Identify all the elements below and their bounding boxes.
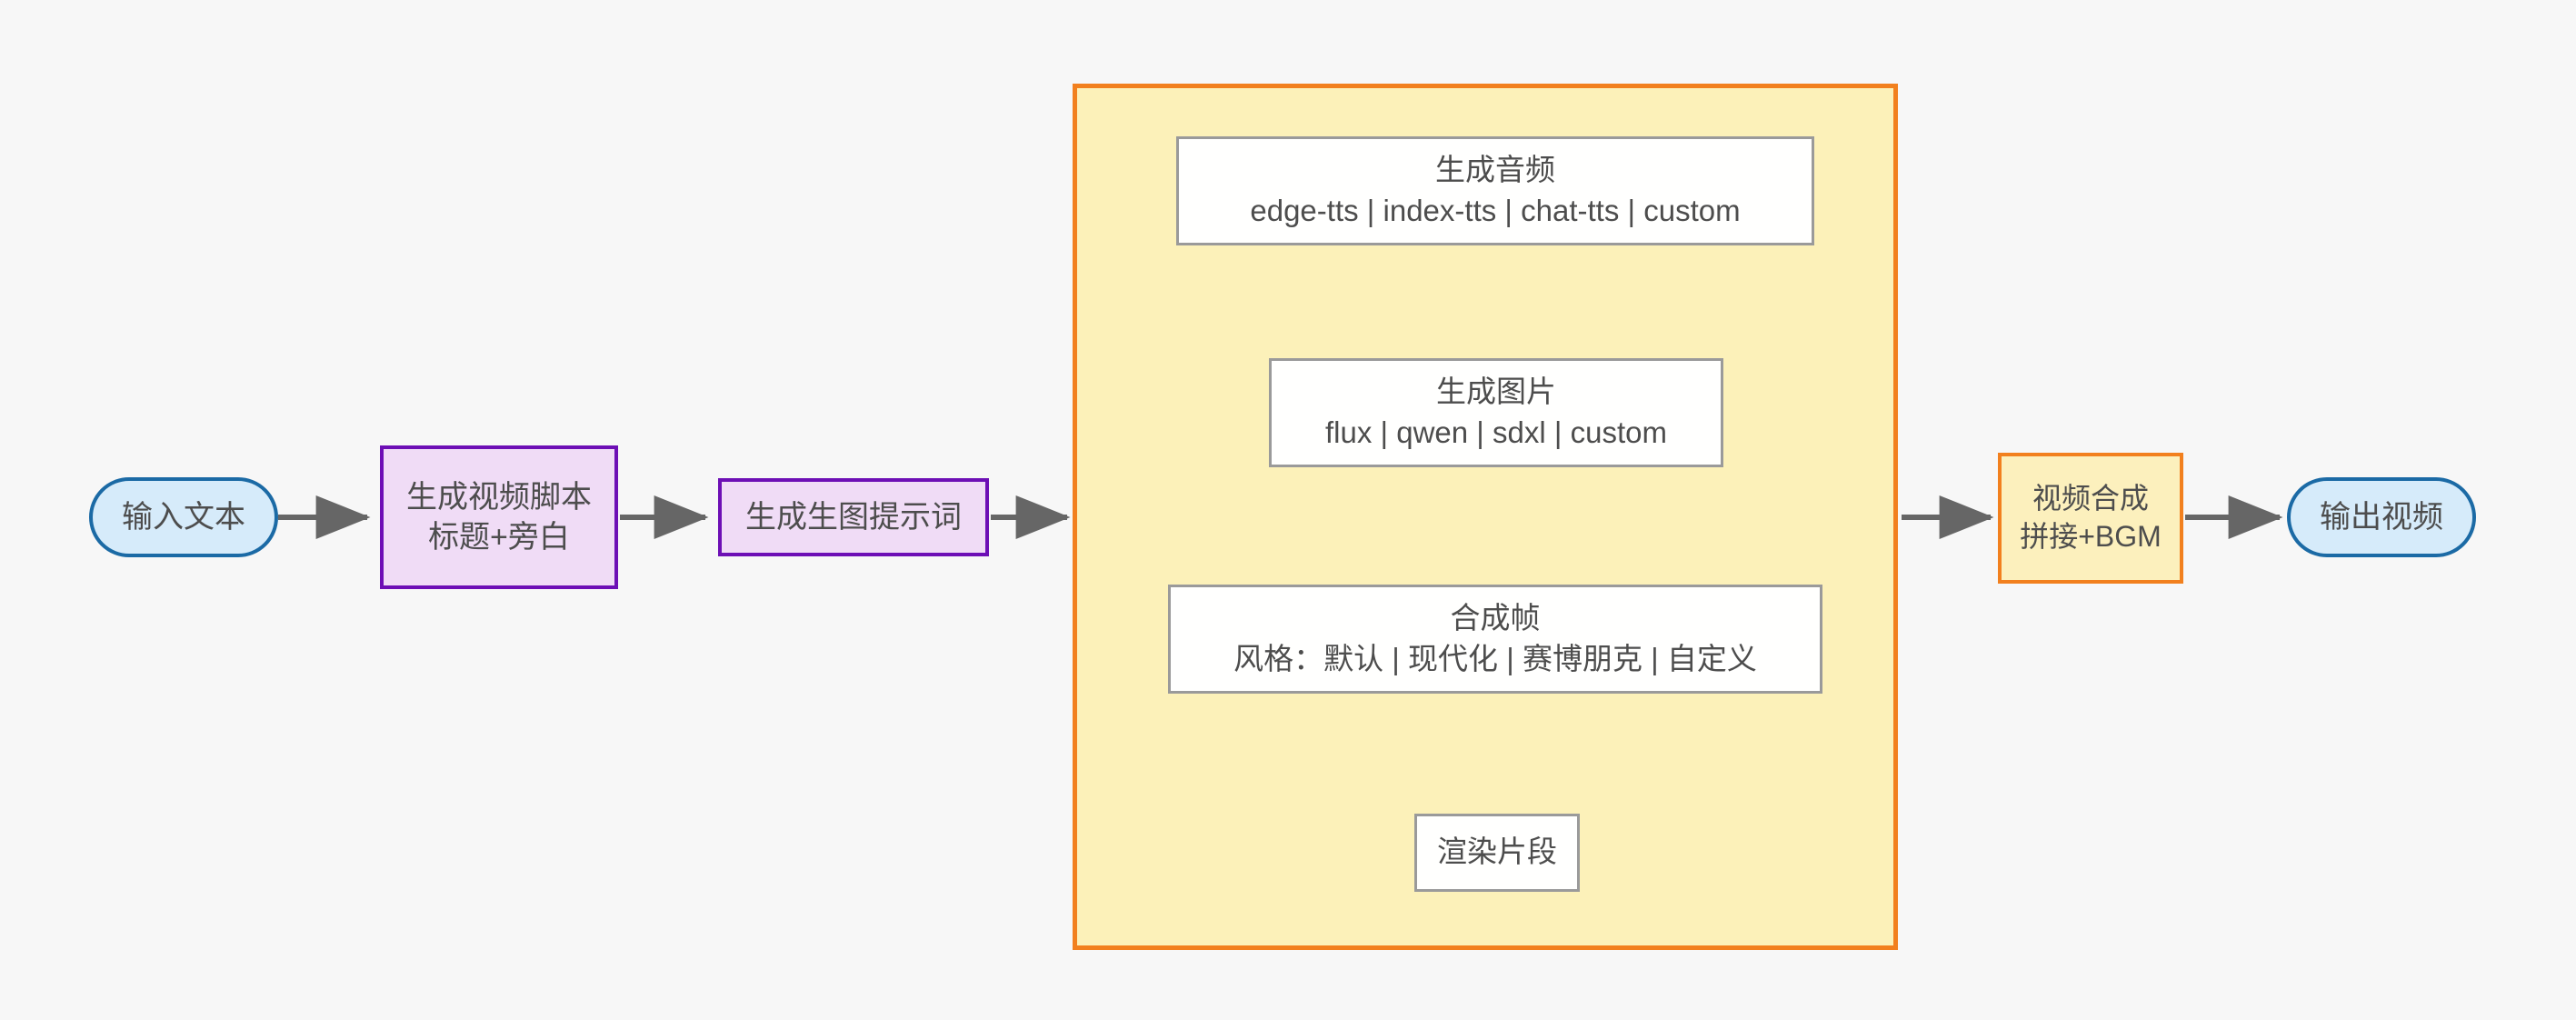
node-generate-picture-title: 生成图片 <box>1436 375 1556 409</box>
node-compose-frame-title: 合成帧 <box>1450 601 1541 635</box>
node-output-video-label: 输出视频 <box>2320 499 2443 535</box>
node-generate-script-line2: 标题+旁白 <box>428 520 570 555</box>
node-generate-picture-models: flux | qwen | sdxl | custom <box>1324 415 1668 449</box>
node-generate-image-prompt[interactable]: 生成生图提示词 <box>718 478 989 556</box>
node-generate-image-prompt-label: 生成生图提示词 <box>745 499 962 535</box>
node-output-video[interactable]: 输出视频 <box>2287 477 2476 557</box>
node-render-clip[interactable]: 渲染片段 <box>1414 814 1580 892</box>
node-input-text[interactable]: 输入文本 <box>89 477 278 557</box>
node-input-text-label: 输入文本 <box>122 499 245 535</box>
node-generate-audio[interactable]: 生成音频 edge-tts | index-tts | chat-tts | c… <box>1176 136 1814 245</box>
node-render-clip-label: 渲染片段 <box>1437 834 1557 868</box>
node-generate-script[interactable]: 生成视频脚本 标题+旁白 <box>380 445 618 589</box>
node-generate-audio-engines: edge-tts | index-tts | chat-tts | custom <box>1250 194 1741 227</box>
node-video-compose[interactable]: 视频合成 拼接+BGM <box>1998 453 2183 584</box>
node-compose-frame[interactable]: 合成帧 风格：默认 | 现代化 | 赛博朋克 | 自定义 <box>1168 585 1822 694</box>
node-video-compose-line2: 拼接+BGM <box>2020 520 2162 553</box>
node-generate-audio-title: 生成音频 <box>1435 153 1555 187</box>
node-generate-picture[interactable]: 生成图片 flux | qwen | sdxl | custom <box>1269 358 1723 467</box>
node-generate-script-line1: 生成视频脚本 <box>406 479 592 515</box>
node-video-compose-line1: 视频合成 <box>2032 482 2149 515</box>
node-compose-frame-styles: 风格：默认 | 现代化 | 赛博朋克 | 自定义 <box>1233 642 1757 675</box>
